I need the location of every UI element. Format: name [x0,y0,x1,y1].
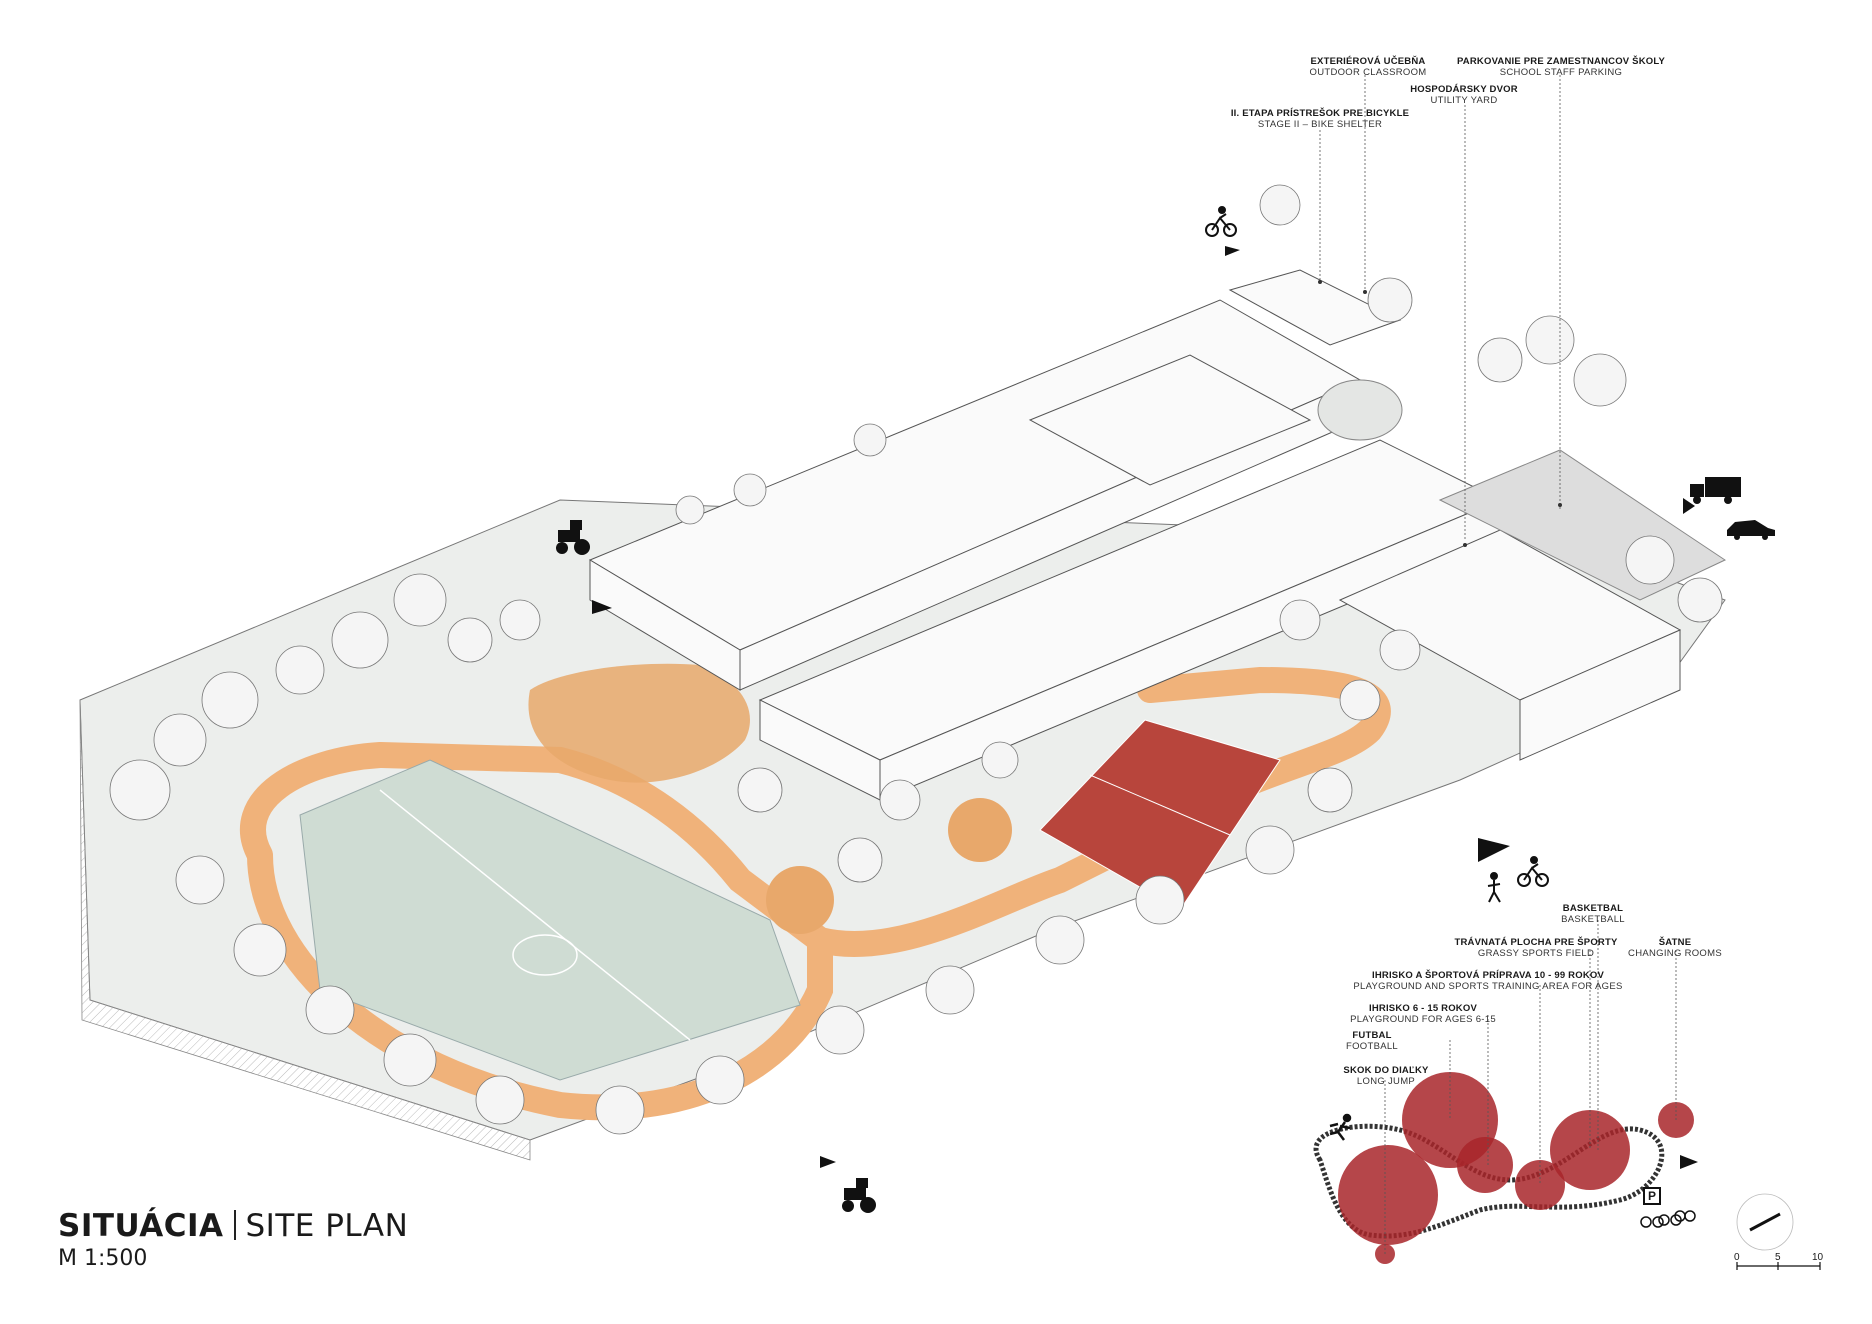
cyclist-icon-2 [1517,856,1549,887]
legend-circle-long-jump [1338,1145,1438,1245]
label-sk: IHRISKO A ŠPORTOVÁ PRÍPRAVA 10 - 99 ROKO… [1371,970,1605,981]
tractor-icon-2 [842,1178,876,1213]
legend-leaders [1384,920,1677,1254]
label-long-jump: SKOK DO DIAĽKY LONG JUMP [1343,1065,1428,1087]
label-en: FOOTBALL [1345,1041,1399,1052]
parking-icon [1643,1187,1661,1205]
title-separator [233,1210,236,1240]
label-sk: IHRISKO 6 - 15 ROKOV [1369,1003,1477,1014]
label-sk: TRÁVNATÁ PLOCHA PRE ŠPORTY [1454,937,1618,948]
football-center-circle [512,934,578,976]
label-changing-rooms: ŠATNE CHANGING ROOMS [1628,937,1722,959]
label-en: STAGE II – BIKE SHELTER [1257,119,1383,130]
label-playground-6-15: IHRISKO 6 - 15 ROKOV PLAYGROUND FOR AGES… [1350,1003,1496,1025]
scale-tick-5: 5 [1775,1252,1781,1263]
cyclist-icon [1205,206,1237,237]
label-en: LONG JUMP [1356,1076,1416,1087]
trees [109,184,1723,1135]
label-football: FUTBAL FOOTBALL [1346,1030,1398,1052]
tractor-icon [556,520,590,555]
drawing-scale: M 1:500 [58,1246,148,1271]
label-sk: SKOK DO DIAĽKY [1343,1065,1429,1076]
title-en: SITE PLAN [245,1208,409,1244]
label-dots-top [1318,280,1562,547]
label-staff-parking: PARKOVANIE PRE ZAMESTNANCOV ŠKOLY SCHOOL… [1457,56,1665,78]
pedestrian-icon [1487,872,1501,903]
label-sk: EXTERIÉROVÁ UČEBŇA [1310,56,1426,67]
label-en: SCHOOL STAFF PARKING [1499,67,1623,78]
basketball-midline [1089,774,1231,836]
label-training-area: IHRISKO A ŠPORTOVÁ PRÍPRAVA 10 - 99 ROKO… [1353,970,1622,992]
label-sk: ŠATNE [1658,937,1692,948]
parking-badge: P [1647,1189,1656,1203]
label-sk: FUTBAL [1352,1030,1392,1041]
drawing-title: SITUÁCIA SITE PLAN M 1:500 [58,1208,408,1271]
label-sk: HOSPODÁRSKY DVOR [1410,84,1518,95]
label-en: BASKETBALL [1561,914,1625,925]
label-en: UTILITY YARD [1430,95,1498,106]
label-en: PLAYGROUND AND SPORTS TRAINING AREA FOR … [1353,981,1623,992]
label-utility-yard: HOSPODÁRSKY DVOR UTILITY YARD [1410,84,1518,106]
label-basketball: BASKETBAL BASKETBALL [1561,903,1625,925]
legend-circle-training [1515,1160,1565,1210]
label-en: CHANGING ROOMS [1628,948,1722,959]
title-sk: SITUÁCIA [58,1208,224,1244]
legend-circle-grassy [1550,1110,1630,1190]
label-en: GRASSY SPORTS FIELD [1477,948,1595,959]
play-circle [948,798,1012,862]
scale-tick-0: 0 [1734,1252,1740,1263]
label-sk: II. ETAPA PRÍSTREŠOK PRE BICYKLE [1230,108,1410,119]
truck-icon [1690,477,1741,504]
label-sk: PARKOVANIE PRE ZAMESTNANCOV ŠKOLY [1456,56,1666,67]
football-halfway-line [379,789,691,1041]
north-arrow-icon [1736,1193,1794,1251]
playground-area [528,663,750,783]
site-ground-edge [79,699,531,1161]
label-leaders-top [1319,75,1561,540]
label-en: OUTDOOR CLASSROOM [1309,67,1427,78]
label-sk: BASKETBAL [1562,903,1624,914]
legend-circle-playground [1457,1137,1513,1193]
runner-icon [1329,1113,1352,1141]
label-en: PLAYGROUND FOR AGES 6-15 [1350,1014,1496,1025]
entrance-arrow-icon [592,246,1698,1169]
scale-bar [1736,1262,1821,1270]
running-track [240,666,1391,1121]
basketball-court [1039,719,1281,911]
play-circle-2 [766,866,834,934]
legend-diagram [1313,1072,1694,1264]
label-bike-shelter: II. ETAPA PRÍSTREŠOK PRE BICYKLE STAGE I… [1231,108,1409,130]
scale-tick-10: 10 [1812,1252,1824,1263]
outdoor-classroom-area [1317,379,1403,441]
car-icon [1727,520,1775,540]
bicycles-icon [1640,1210,1696,1228]
label-outdoor-classroom: EXTERIÉROVÁ UČEBŇA OUTDOOR CLASSROOM [1310,56,1427,78]
label-grassy-field: TRÁVNATÁ PLOCHA PRE ŠPORTY GRASSY SPORTS… [1454,937,1617,959]
